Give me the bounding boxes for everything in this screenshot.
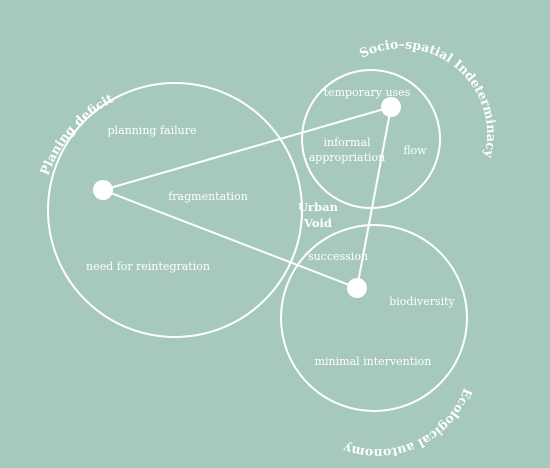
label-biodiversity: biodiversity <box>389 295 455 308</box>
socio-node <box>381 97 401 117</box>
label-need-for-reintegration: need for reintegration <box>86 260 210 273</box>
center-label-line-1: Urban <box>298 200 339 214</box>
connection-triangle <box>102 106 392 289</box>
center-label-line-2: Void <box>303 216 332 230</box>
label-informal: informal <box>323 136 371 149</box>
label-appropriation: appropriation <box>309 151 386 164</box>
label-temporary-uses: temporary uses <box>324 86 411 99</box>
ecological-autonomy-circle <box>280 224 468 412</box>
socio-spatial-circle <box>301 69 441 209</box>
label-minimal-intervention: minimal intervention <box>315 355 432 368</box>
label-succession: succession <box>308 250 368 263</box>
label-fragmentation: fragmentation <box>168 190 248 203</box>
label-flow: flow <box>403 144 427 157</box>
ecology-node <box>347 278 367 298</box>
planning-node <box>93 180 113 200</box>
planning-deficit-circle <box>47 82 303 338</box>
label-planning-failure: planning failure <box>108 124 197 137</box>
